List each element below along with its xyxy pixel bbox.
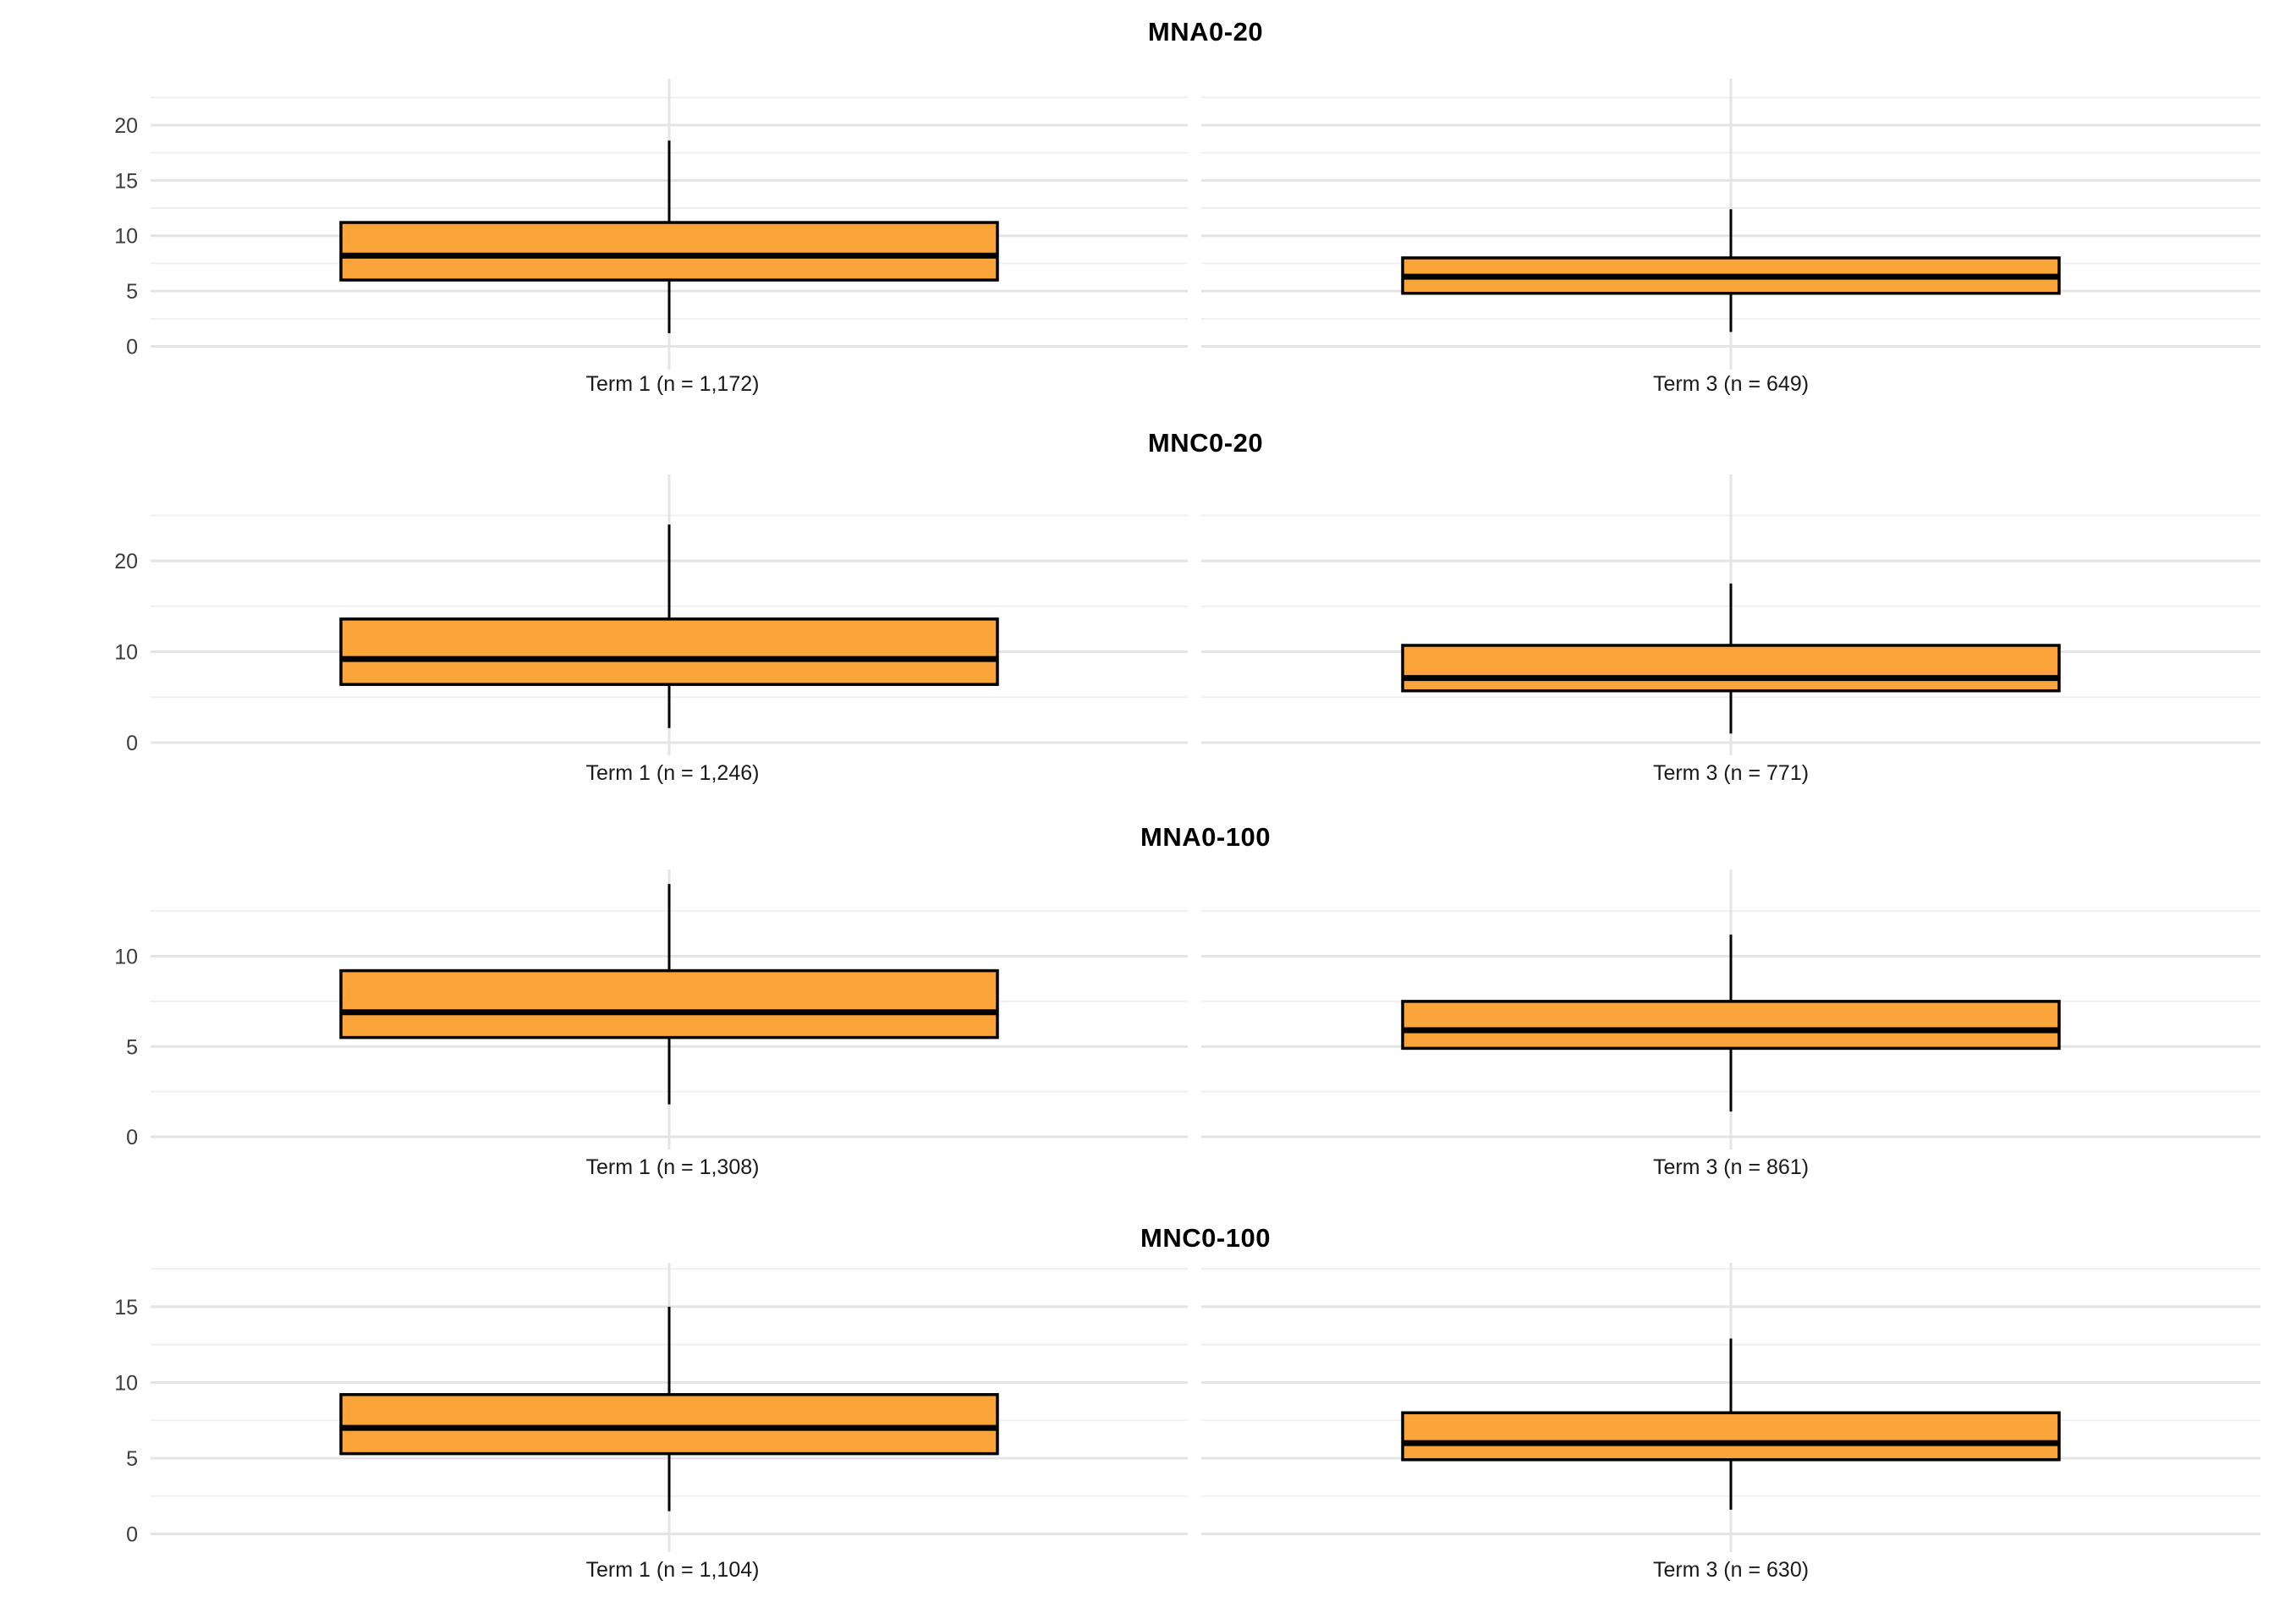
x-axis-label-term1: Term 1 (n = 1,246): [585, 761, 760, 785]
box-iqr: [1401, 1000, 2061, 1051]
box-iqr: [339, 221, 999, 282]
panel-title: MNA0-20: [1147, 17, 1264, 47]
box-iqr: [1401, 644, 2061, 693]
panel-mna0-100: MNA0-100 0 5 10 Term 1 (n = 1,308) Term 3 …: [0, 812, 2274, 1218]
boxplot-canvas: 0 10 20: [114, 475, 2260, 755]
y-tick-label: 20: [114, 550, 138, 573]
y-tick-label: 0: [126, 732, 138, 755]
y-tick-label: 0: [126, 1126, 138, 1149]
y-tick-label: 10: [114, 946, 138, 969]
panel-mna0-20: MNA0-20 0 5 10 15 20 Term 1 (n = 1,172) Term…: [0, 0, 2274, 406]
y-tick-label: 5: [126, 1035, 138, 1059]
box-iqr: [339, 617, 999, 686]
x-axis-label-term1: Term 1 (n = 1,104): [585, 1558, 760, 1582]
panel-title: MNC0-20: [1147, 428, 1264, 458]
boxplot-canvas: 0 5 10: [114, 870, 2260, 1149]
x-axis-label-term1: Term 1 (n = 1,308): [585, 1155, 760, 1179]
y-tick-label: 10: [114, 641, 138, 665]
x-axis-label-term3: Term 3 (n = 649): [1652, 372, 1810, 396]
boxplot-canvas: 0 5 10 15 20: [114, 79, 2260, 370]
y-tick-label: 20: [114, 114, 138, 138]
box-iqr: [339, 1393, 999, 1456]
x-axis-label-term3: Term 3 (n = 861): [1652, 1155, 1810, 1179]
y-tick-label: 10: [114, 1371, 138, 1395]
x-axis-label-term1: Term 1 (n = 1,172): [585, 372, 760, 396]
y-tick-label: 5: [126, 280, 138, 304]
boxplot-canvas: 0 5 10 15: [114, 1263, 2260, 1552]
y-tick-label: 10: [114, 225, 138, 249]
y-tick-label: 15: [114, 169, 138, 193]
y-tick-label: 5: [126, 1447, 138, 1471]
y-tick-label: 15: [114, 1296, 138, 1320]
y-tick-label: 0: [126, 336, 138, 359]
panel-title: MNC0-100: [1140, 1223, 1271, 1253]
y-tick-label: 0: [126, 1523, 138, 1547]
box-iqr: [1401, 1411, 2061, 1462]
panel-mnc0-20: MNC0-20 0 10 20 Term 1 (n = 1,246) Term 3 …: [0, 406, 2274, 812]
panel-title: MNA0-100: [1140, 822, 1271, 852]
box-iqr: [339, 968, 999, 1040]
x-axis-label-term3: Term 3 (n = 630): [1652, 1558, 1810, 1582]
panel-mnc0-100: MNC0-100 0 5 10 15 Term 1 (n = 1,104) Term …: [0, 1218, 2274, 1624]
x-axis-label-term3: Term 3 (n = 771): [1652, 761, 1810, 785]
